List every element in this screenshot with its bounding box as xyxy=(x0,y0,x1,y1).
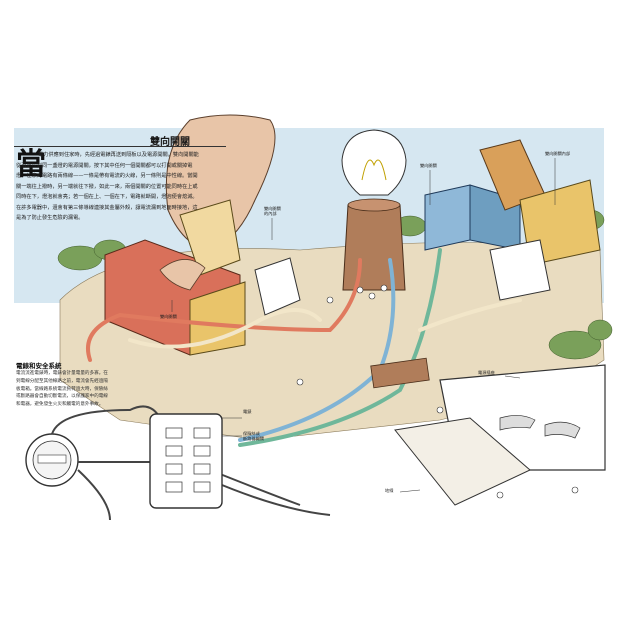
left-switch xyxy=(104,199,246,356)
light-bulb xyxy=(341,129,407,196)
wall-socket-slab xyxy=(394,364,606,506)
label-switch-left: 雙向開關 xyxy=(160,314,177,319)
section-title: 電錶和安全系統 xyxy=(16,362,62,370)
label-switch-right-a: 雙向開關 xyxy=(420,163,437,168)
label-socket: 電源插座 xyxy=(478,370,495,375)
right-switch xyxy=(424,139,601,301)
fuse-box xyxy=(149,413,223,509)
middle-switch xyxy=(254,257,301,316)
intro-text: 電力供應到住家時，先經過電錶再送到隔板以及電源開關。雙向開關能從兩處控制同一盞燈… xyxy=(16,150,202,224)
tiny-people xyxy=(296,284,579,499)
title-rule xyxy=(14,146,226,147)
label-fuse-box: 保險絲或 斷路器開關 xyxy=(243,431,264,442)
label-switch-mid: 雙向開關 的內部 xyxy=(264,206,281,217)
intro-extra: 在許多電器中，還會有第三條導線連接其金屬外殼，讓電流漏到地面時接地，這是為了防止… xyxy=(16,204,198,222)
electric-meter xyxy=(25,433,79,487)
red-wire xyxy=(86,258,362,362)
cream-wire-left xyxy=(128,308,322,349)
dropcap: 當 xyxy=(16,147,46,182)
page-title: 雙向開關 xyxy=(150,137,190,148)
lamp-tower xyxy=(341,129,407,291)
cream-wire-right xyxy=(418,298,522,332)
leader-lines xyxy=(171,158,556,493)
label-ground: 地線 xyxy=(385,488,394,493)
green-wire xyxy=(238,248,442,447)
junction xyxy=(370,357,430,389)
intro-paragraph: 電力供應到住家時，先經過電錶再送到隔板以及電源開關。雙向開關能從兩處控制同一盞燈… xyxy=(16,152,199,200)
label-meter: 電錶 xyxy=(243,409,252,414)
section-body: 電流流進電錶時，電錶會計量電量的多寡。在到電線分配至其他線路之前，電流會先經過隔… xyxy=(16,371,108,408)
label-switch-right-b: 雙向開關內部 xyxy=(545,151,571,156)
